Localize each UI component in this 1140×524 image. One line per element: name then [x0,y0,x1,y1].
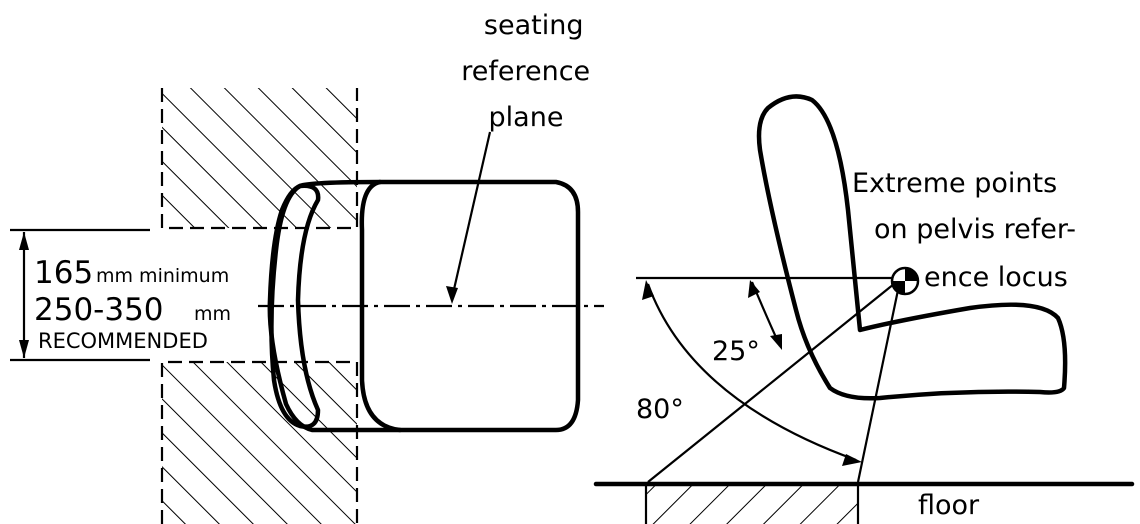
arc-80deg [642,280,862,466]
line-80deg [856,289,900,483]
extreme-line-2: on pelvis refer- [874,214,1076,245]
extreme-line-3: ence locus [924,262,1068,293]
angle-80-label: 80° [636,394,684,425]
recommended-value: 250-350 [34,292,164,328]
seat-side-profile [756,94,1068,401]
recommended-label: RECOMMENDED [38,329,208,353]
seat-shell-outline [267,179,581,433]
floor-label: floor [918,490,980,521]
caption-line-1: seating [484,10,584,41]
caption-line-2: reference [461,56,590,87]
angle-25-label: 25° [712,336,760,367]
pelvis-reference-point [890,266,920,296]
reference-plane-caption: seating reference plane [461,10,599,133]
recommended-unit: mm [194,303,231,325]
caption-line-3: plane [489,102,564,133]
upper-hatched-zone [160,88,359,230]
dimension-165mm [10,228,150,362]
min-value: 165 [34,255,93,291]
reference-plane-leader [446,131,492,304]
lower-hatched-zone [160,360,359,524]
extreme-points-caption: Extreme points on pelvis refer- ence loc… [852,168,1085,293]
floor [593,481,1135,524]
min-unit: mm minimum [96,265,229,287]
line-25deg [647,283,895,483]
arc-25deg [748,280,782,350]
extreme-line-1: Extreme points [852,168,1057,199]
